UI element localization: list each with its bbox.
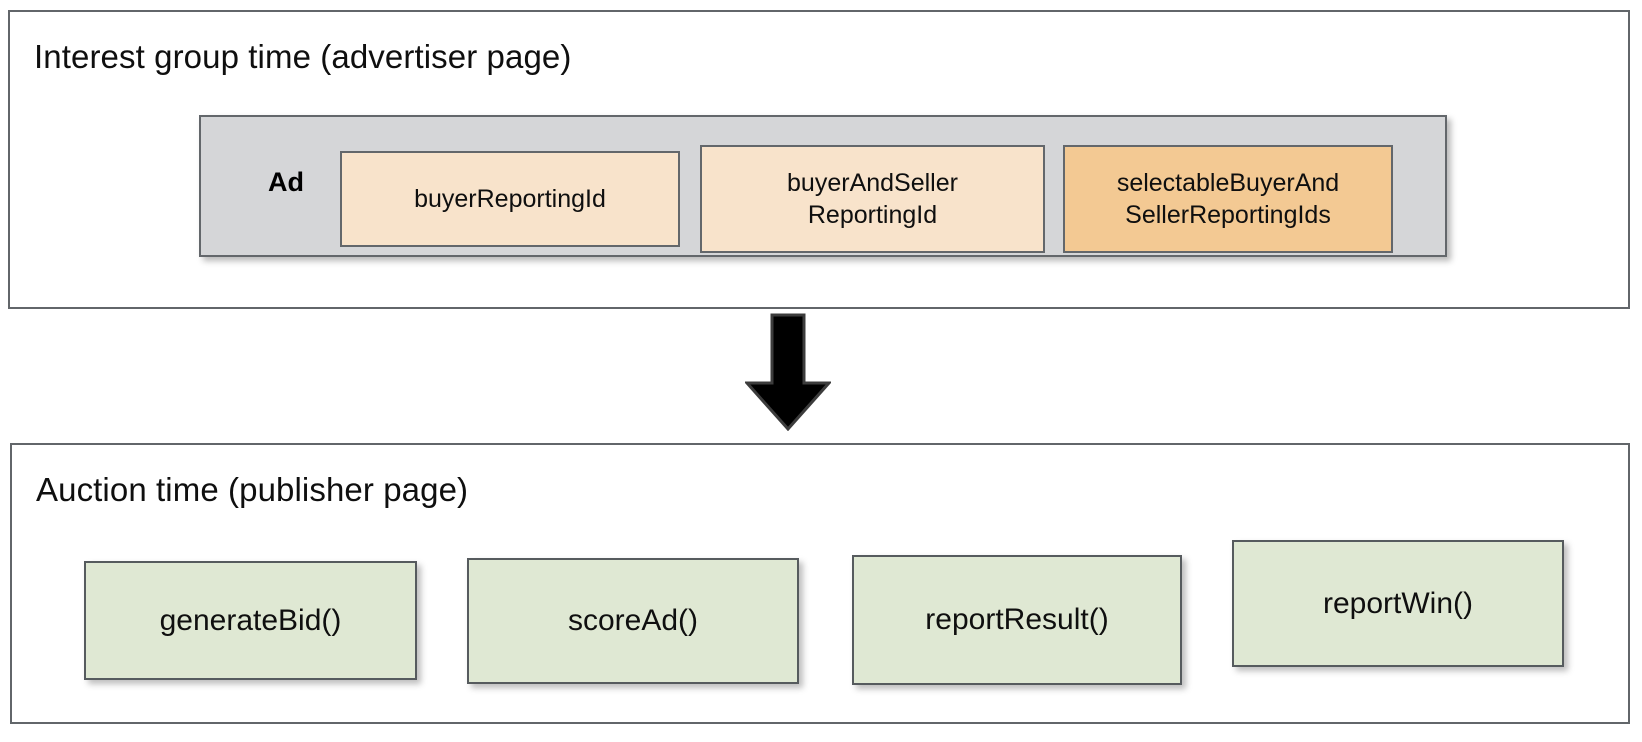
function-box-generate-bid[interactable]: generateBid() xyxy=(84,561,417,680)
function-box-report-win[interactable]: reportWin() xyxy=(1232,540,1564,667)
ad-field-label: buyerAndSeller ReportingId xyxy=(787,167,958,231)
ad-field-label-line1: selectableBuyerAnd xyxy=(1116,169,1340,197)
ad-field-selectable-buyer-and-seller-reporting-ids[interactable]: selectableBuyerAnd SellerReportingIds xyxy=(1063,145,1393,253)
ad-field-label-line2: SellerReportingIds xyxy=(1125,201,1331,229)
function-box-report-result[interactable]: reportResult() xyxy=(852,555,1182,685)
function-box-score-ad[interactable]: scoreAd() xyxy=(467,558,799,684)
down-arrow-icon xyxy=(745,313,831,431)
section-title-auction-time: Auction time (publisher page) xyxy=(36,471,469,508)
ad-object-container: Ad buyerReportingId buyerAndSeller Repor… xyxy=(199,115,1447,257)
ad-field-buyer-and-seller-reporting-id[interactable]: buyerAndSeller ReportingId xyxy=(700,145,1045,253)
section-auction-time: Auction time (publisher page) generateBi… xyxy=(10,443,1630,724)
ad-label: Ad xyxy=(268,167,304,197)
ad-field-buyer-reporting-id[interactable]: buyerReportingId xyxy=(340,151,680,247)
section-title-interest-group-time: Interest group time (advertiser page) xyxy=(34,38,572,75)
function-label: scoreAd() xyxy=(567,604,699,637)
ad-field-label: selectableBuyerAnd SellerReportingIds xyxy=(1117,167,1339,231)
ad-field-label-line1: buyerAndSeller xyxy=(787,169,958,197)
function-label: reportWin() xyxy=(1322,586,1473,620)
function-label: reportResult() xyxy=(925,603,1109,636)
function-label: generateBid() xyxy=(159,603,342,637)
section-interest-group-time: Interest group time (advertiser page) Ad… xyxy=(8,10,1630,309)
ad-field-label: buyerReportingId xyxy=(414,185,606,213)
ad-field-label-line2: ReportingId xyxy=(807,201,938,229)
